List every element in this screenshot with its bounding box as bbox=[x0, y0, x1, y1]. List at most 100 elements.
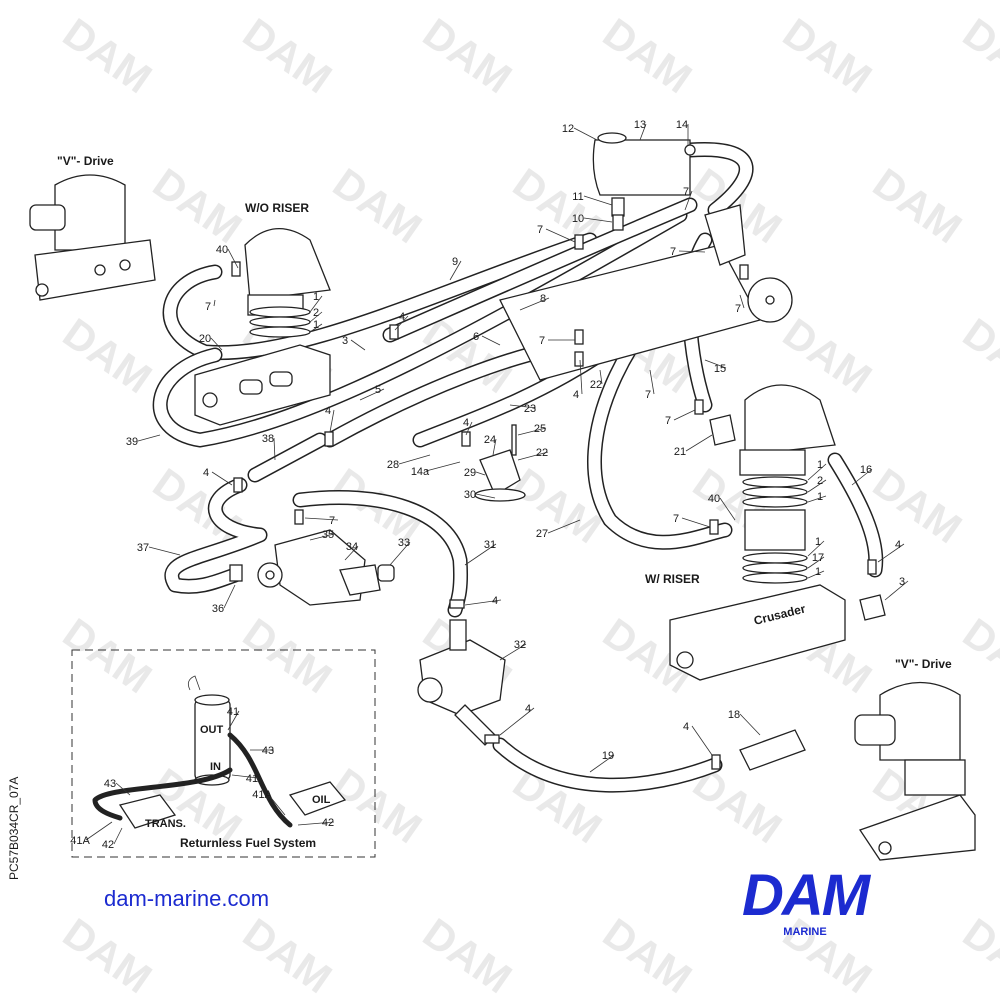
callout-leader bbox=[517, 451, 549, 461]
parts: Crusader bbox=[29, 132, 976, 861]
callout-14: 14 bbox=[676, 119, 688, 131]
callout-23: 23 bbox=[524, 403, 536, 415]
callout-41a: 41A bbox=[252, 789, 272, 801]
callout-4: 4 bbox=[492, 595, 498, 607]
label-v-drive-right: "V"- Drive bbox=[895, 657, 952, 671]
brand-logo-text: DAM bbox=[741, 863, 870, 928]
callout-leader bbox=[273, 437, 276, 461]
callout-7: 7 bbox=[670, 246, 676, 258]
callout-leader bbox=[499, 707, 535, 736]
watermark-text: DAM bbox=[325, 159, 430, 252]
callout-18: 18 bbox=[728, 709, 740, 721]
callout-leader bbox=[807, 495, 827, 503]
callout-8: 8 bbox=[540, 293, 546, 305]
callout-4: 4 bbox=[895, 539, 901, 551]
callout-29: 29 bbox=[464, 467, 476, 479]
callout-10: 10 bbox=[572, 213, 584, 225]
callout-leader bbox=[465, 421, 473, 436]
callout-leader bbox=[449, 260, 462, 281]
watermark-text: DAM bbox=[55, 9, 160, 102]
callout-35: 35 bbox=[322, 529, 334, 541]
callout-27: 27 bbox=[536, 528, 548, 540]
callout-leader bbox=[231, 774, 259, 779]
callout-1: 1 bbox=[817, 491, 823, 503]
callout-leader bbox=[464, 599, 502, 606]
callout-leader bbox=[464, 543, 497, 566]
callout-4: 4 bbox=[399, 311, 405, 323]
callout-7: 7 bbox=[673, 513, 679, 525]
callout-4: 4 bbox=[683, 721, 689, 733]
watermark-text: DAM bbox=[865, 159, 970, 252]
callout-2: 2 bbox=[817, 475, 823, 487]
callout-3: 3 bbox=[342, 335, 348, 347]
label-out: OUT bbox=[200, 724, 224, 736]
callout-15: 15 bbox=[714, 363, 726, 375]
v-drive-left-assembly bbox=[29, 174, 156, 301]
callout-leader bbox=[115, 782, 131, 796]
hose-clamps bbox=[229, 234, 877, 770]
callout-leader bbox=[639, 123, 647, 141]
callout-leader bbox=[739, 713, 761, 736]
coolant-reservoir bbox=[592, 132, 696, 231]
callout-leader bbox=[475, 471, 486, 476]
callout-leader bbox=[589, 754, 615, 773]
callout-leader bbox=[297, 821, 335, 826]
label-oil: OIL bbox=[312, 794, 331, 806]
callout-4: 4 bbox=[203, 467, 209, 479]
callout-20: 20 bbox=[199, 333, 211, 345]
callout-leader bbox=[545, 228, 576, 243]
coupling-3 bbox=[859, 594, 886, 621]
callout-leader bbox=[475, 493, 496, 499]
callout-41: 41 bbox=[246, 773, 258, 785]
watermark-text: DAM bbox=[955, 609, 1000, 702]
callout-leader bbox=[547, 519, 581, 534]
callout-leader bbox=[807, 540, 825, 557]
watermark-text: DAM bbox=[415, 909, 520, 1000]
callout-leader bbox=[389, 541, 411, 566]
callout-leader bbox=[211, 471, 233, 486]
callout-39: 39 bbox=[126, 436, 138, 448]
callout-17: 17 bbox=[812, 552, 824, 564]
water-pump-circulating bbox=[257, 529, 395, 606]
fuel-filter bbox=[739, 729, 806, 771]
callout-40: 40 bbox=[708, 493, 720, 505]
callout-leader bbox=[877, 543, 905, 563]
callout-41: 41 bbox=[227, 706, 239, 718]
watermark-text: DAM bbox=[595, 9, 700, 102]
callout-13: 13 bbox=[634, 119, 646, 131]
watermark-text: DAM bbox=[955, 909, 1000, 1000]
callout-7: 7 bbox=[665, 415, 671, 427]
callout-leader bbox=[599, 369, 603, 385]
label-v-drive-left: "V"- Drive bbox=[57, 154, 114, 168]
callout-leader bbox=[309, 533, 335, 541]
callout-19: 19 bbox=[602, 750, 614, 762]
watermark-text: DAM bbox=[145, 159, 250, 252]
website-link[interactable]: dam-marine.com bbox=[104, 886, 270, 911]
callout-leader bbox=[807, 479, 827, 493]
callout-5: 5 bbox=[375, 384, 381, 396]
callout-leader bbox=[685, 434, 713, 452]
callout-leader bbox=[492, 438, 497, 456]
label-trans: TRANS. bbox=[145, 818, 186, 830]
callout-2: 2 bbox=[313, 307, 319, 319]
callout-36: 36 bbox=[212, 603, 224, 615]
label-w-riser: W/ RISER bbox=[645, 572, 700, 586]
watermark-text: DAM bbox=[55, 609, 160, 702]
callout-30: 30 bbox=[464, 489, 476, 501]
callout-9: 9 bbox=[452, 256, 458, 268]
callout-leader bbox=[673, 409, 696, 421]
coupling-21 bbox=[709, 414, 736, 446]
callout-7: 7 bbox=[539, 335, 545, 347]
callout-22: 22 bbox=[590, 379, 602, 391]
callout-leader bbox=[137, 434, 161, 442]
callout-leader bbox=[519, 297, 550, 311]
callout-leader bbox=[719, 497, 736, 521]
callout-leader bbox=[359, 388, 385, 401]
callout-34: 34 bbox=[346, 541, 358, 553]
callout-40: 40 bbox=[216, 244, 228, 256]
callout-leader bbox=[350, 339, 366, 351]
callout-4: 4 bbox=[325, 405, 331, 417]
callout-7: 7 bbox=[537, 224, 543, 236]
callout-leader bbox=[329, 409, 335, 433]
